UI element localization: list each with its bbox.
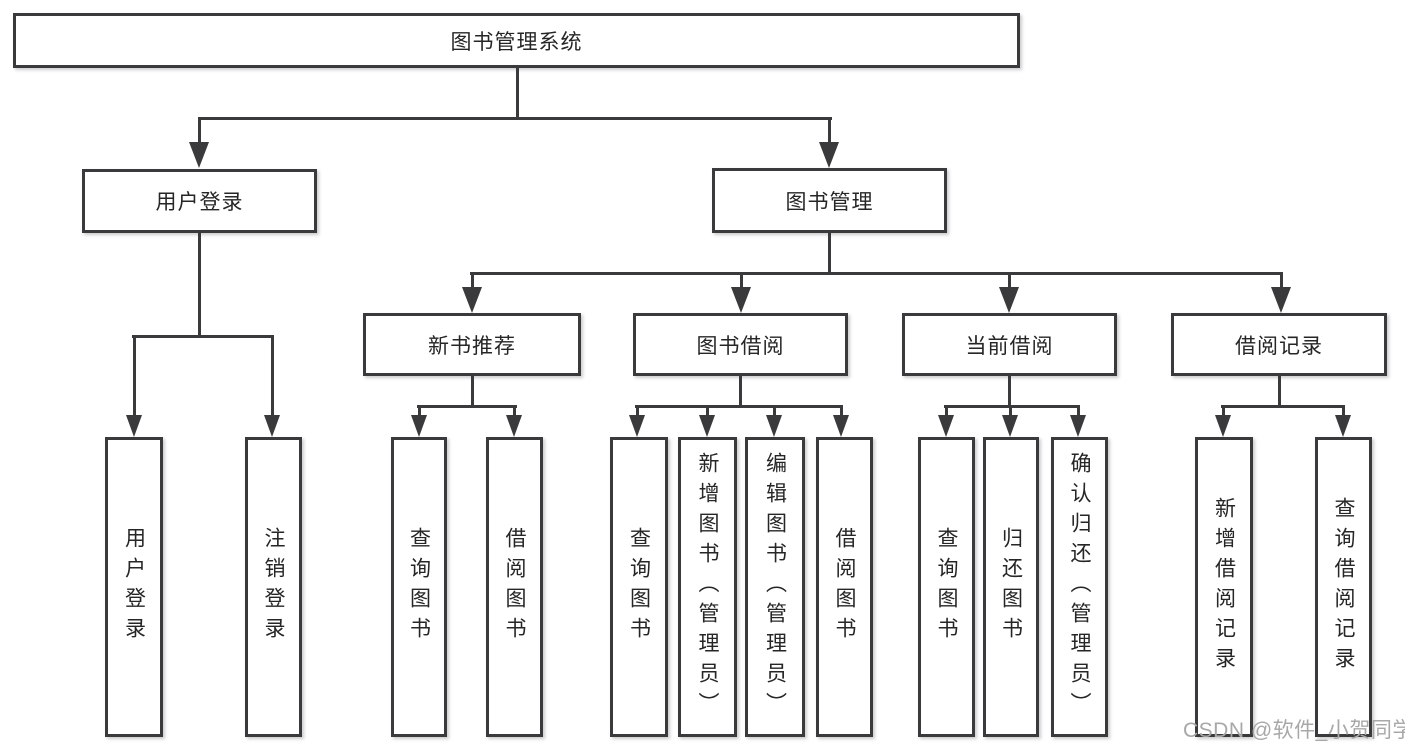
connector-line — [739, 375, 742, 407]
arrowhead-icon — [264, 415, 280, 437]
connector-line — [513, 405, 516, 418]
node-user-login-label: 用户登录 — [155, 191, 244, 214]
leaf-return-books: 归还图书 — [983, 437, 1039, 737]
node-borrowing-records: 借阅记录 — [1171, 313, 1387, 376]
leaf-borrow-books-recommend-label: 借阅图书 — [503, 527, 526, 647]
connector-line — [271, 335, 274, 417]
leaf-add-books-admin: 新增图书（管理员） — [678, 437, 737, 737]
connector-line — [636, 405, 639, 418]
arrowhead-icon — [731, 287, 751, 313]
connector-line — [1008, 272, 1011, 290]
node-current-borrowing-label: 当前借阅 — [965, 334, 1054, 358]
connector-line — [828, 117, 831, 145]
connector-line — [471, 272, 474, 290]
arrowhead-icon — [1335, 415, 1351, 437]
connector-line — [1280, 272, 1283, 290]
connector-line — [198, 117, 201, 145]
connector-line — [1278, 374, 1281, 407]
node-root-label: 图书管理系统 — [450, 30, 583, 54]
node-new-book-recommend: 新书推荐 — [363, 313, 581, 376]
leaf-logout-label: 注销登录 — [262, 527, 285, 647]
connector-line — [773, 405, 776, 418]
connector-line — [1342, 405, 1345, 418]
arrowhead-icon — [766, 415, 782, 437]
connector-line — [516, 68, 519, 118]
connector-line — [828, 231, 831, 275]
node-book-management: 图书管理 — [712, 168, 947, 233]
arrowhead-icon — [506, 415, 522, 437]
leaf-borrow-books-recommend: 借阅图书 — [486, 437, 543, 737]
arrowhead-icon — [819, 142, 839, 168]
connector-line — [470, 272, 1282, 275]
csdn-watermark: CSDN @软件_小贺同学 — [1183, 719, 1405, 742]
leaf-borrow-books-label: 借阅图书 — [833, 527, 856, 647]
connector-line — [1222, 405, 1225, 418]
leaf-query-books-current: 查询图书 — [918, 437, 975, 737]
arrowhead-icon — [833, 415, 849, 437]
leaf-borrow-books: 借阅图书 — [816, 437, 873, 737]
arrowhead-icon — [462, 287, 482, 313]
leaf-query-borrow-record-label: 查询借阅记录 — [1332, 497, 1355, 677]
arrowhead-icon — [629, 415, 645, 437]
connector-line — [635, 405, 843, 408]
node-new-book-recommend-label: 新书推荐 — [428, 334, 516, 358]
leaf-query-books-borrowing-label: 查询图书 — [627, 527, 651, 647]
node-user-login: 用户登录 — [82, 169, 317, 233]
connector-line — [945, 405, 948, 418]
arrowhead-icon — [1215, 415, 1231, 437]
connector-line — [417, 405, 517, 408]
connector-line — [706, 405, 709, 418]
node-root: 图书管理系统 — [13, 13, 1020, 68]
connector-line — [1221, 405, 1344, 408]
node-borrowing-records-label: 借阅记录 — [1235, 334, 1323, 358]
arrowhead-icon — [189, 142, 209, 168]
node-book-management-label: 图书管理 — [785, 190, 874, 214]
connector-line — [1077, 405, 1080, 418]
connector-line — [133, 335, 136, 417]
arrowhead-icon — [699, 415, 715, 437]
leaf-query-borrow-record: 查询借阅记录 — [1315, 437, 1372, 737]
connector-line — [132, 335, 274, 338]
arrowhead-icon — [999, 287, 1019, 313]
node-current-borrowing: 当前借阅 — [902, 313, 1117, 376]
arrowhead-icon — [938, 415, 954, 437]
arrowhead-icon — [1271, 287, 1291, 313]
connector-line — [198, 117, 832, 120]
leaf-return-books-label: 归还图书 — [999, 527, 1023, 647]
leaf-user-login-label: 用户登录 — [122, 527, 146, 647]
arrowhead-icon — [1002, 415, 1018, 437]
connector-line — [471, 374, 474, 407]
leaf-logout: 注销登录 — [245, 437, 302, 737]
connector-line — [1009, 405, 1012, 418]
arrowhead-icon — [411, 415, 427, 437]
leaf-add-borrow-record: 新增借阅记录 — [1195, 437, 1253, 737]
node-book-borrowing: 图书借阅 — [633, 313, 848, 376]
connector-line — [198, 231, 201, 337]
connector-line — [418, 405, 421, 418]
connector-line — [944, 405, 1080, 408]
leaf-edit-books-admin: 编辑图书（管理员） — [745, 437, 805, 737]
leaf-query-books-current-label: 查询图书 — [935, 527, 958, 647]
leaf-add-borrow-record-label: 新增借阅记录 — [1212, 497, 1236, 677]
connector-line — [740, 272, 743, 290]
connector-line — [1008, 375, 1011, 407]
connector-line — [840, 405, 843, 418]
leaf-confirm-return-admin: 确认归还（管理员） — [1051, 437, 1108, 737]
node-book-borrowing-label: 图书借阅 — [696, 334, 785, 358]
leaf-confirm-return-admin-label: 确认归还（管理员） — [1068, 452, 1091, 722]
leaf-query-books-recommend-label: 查询图书 — [407, 527, 431, 647]
arrowhead-icon — [126, 415, 142, 437]
leaf-edit-books-admin-label: 编辑图书（管理员） — [763, 452, 787, 722]
leaf-query-books-borrowing: 查询图书 — [610, 437, 668, 737]
leaf-add-books-admin-label: 新增图书（管理员） — [696, 452, 719, 722]
leaf-query-books-recommend: 查询图书 — [391, 437, 447, 737]
arrowhead-icon — [1070, 415, 1086, 437]
leaf-user-login: 用户登录 — [105, 437, 163, 737]
